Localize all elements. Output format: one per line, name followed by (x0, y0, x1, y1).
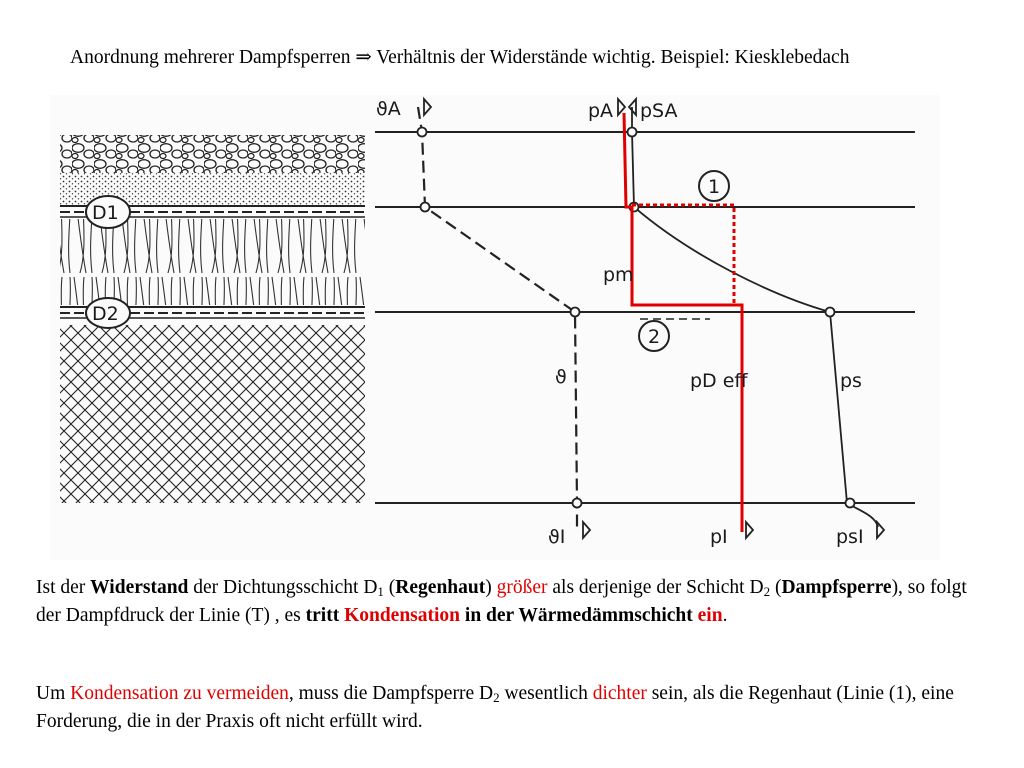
p1-t6: ( (770, 577, 782, 598)
theta-i-label: ϑI (548, 526, 565, 548)
theta-a-label: ϑA (376, 98, 401, 120)
paragraph-avoid-condensation: Um Kondensation zu vermeiden, muss die D… (36, 680, 976, 736)
p1-br1: Kondensation (344, 605, 461, 626)
p2-t2: , muss die Dampfsperre D (288, 683, 494, 704)
vapour-pressure-line (622, 112, 744, 532)
saturation-pressure-curve (631, 107, 879, 528)
p1-s1: 1 (377, 584, 384, 599)
p1-r1: größer (496, 577, 548, 598)
p-a-label: pA (588, 100, 613, 122)
p-s-label: ps (840, 370, 862, 392)
p1-b2: Regenhaut (395, 577, 486, 598)
paragraph-condensation: Ist der Widerstand der Dichtungsschicht … (36, 574, 976, 630)
p1-s2: 2 (763, 584, 771, 599)
p2-t1: Um (36, 683, 71, 704)
p1-t5: als derjenige der Schicht D (547, 577, 764, 598)
p-si-label: psI (836, 526, 864, 548)
d1-callout (85, 195, 131, 229)
saturation-nodes (626, 126, 856, 509)
p1-t1: Ist der (36, 577, 91, 598)
p1-b5: in der Wärmedämmschicht (460, 605, 698, 626)
marker-2 (638, 320, 670, 352)
marker-1-label: 1 (708, 176, 720, 198)
p2-r1: Kondensation zu vermeiden (70, 683, 289, 704)
boundary-flags (423, 96, 886, 541)
marker-1 (698, 170, 730, 202)
p1-t9: . (722, 605, 728, 626)
temperature-curve (416, 106, 579, 527)
roof-layers (60, 135, 365, 503)
p2-t4: sein, als die Regenhaut (Linie (1), eine… (36, 683, 954, 732)
theta-label: ϑ (555, 366, 567, 388)
p2-t3: wesentlich (499, 683, 593, 704)
p1-t4: ) (485, 577, 497, 598)
implies-arrow-icon: ⇒ (355, 47, 372, 68)
p1-b1: Widerstand (90, 577, 189, 598)
d2-callout (85, 297, 131, 329)
p1-br2: ein (697, 605, 723, 626)
d1-label: D1 (92, 202, 119, 224)
p-m-label: pm (603, 264, 634, 286)
p1-t3: ( (383, 577, 396, 598)
p1-b4: tritt (305, 605, 340, 626)
p-sa-label: pSA (640, 100, 677, 122)
intro-text: Anordnung mehrerer Dampfsperren ⇒ Verhäl… (70, 44, 970, 72)
p-d-eff-label: pD eff (690, 370, 748, 392)
temperature-nodes (416, 126, 583, 509)
p-i-label: pI (710, 526, 728, 548)
p1-b3: Dampfsperre (781, 577, 892, 598)
roof-diagram: D1 D2 1 2 (50, 95, 940, 560)
p1-t7: ), so folgt der Dampfdruck der Linie (T)… (36, 577, 967, 626)
case1-pressure-line (632, 203, 736, 305)
d2-label: D2 (92, 303, 119, 325)
layer-boundaries (375, 131, 915, 504)
intro-part2: Verhältnis der Widerstände wichtig. Beis… (371, 47, 850, 68)
p2-r2: dichter (592, 683, 647, 704)
p1-t2: der Dichtungsschicht D (188, 577, 378, 598)
p2-s1: 2 (493, 690, 500, 705)
intro-part1: Anordnung mehrerer Dampfsperren (70, 47, 356, 68)
marker-2-label: 2 (648, 326, 660, 348)
